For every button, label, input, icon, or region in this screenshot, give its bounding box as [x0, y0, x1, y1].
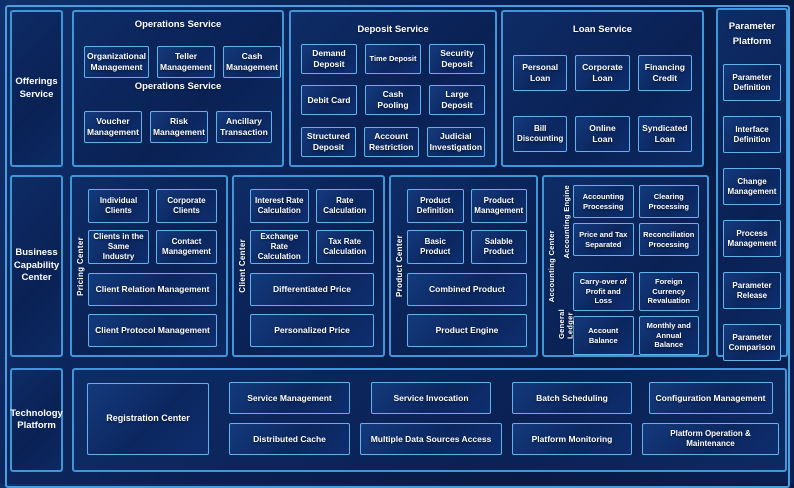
block-personalized-price: Personalized Price	[250, 314, 374, 347]
block-multiple-data-sources-access: Multiple Data Sources Access	[360, 423, 502, 455]
panel-client-center: Client Center Interest Rate Calculation …	[232, 175, 385, 357]
sidebar-technology-platform: Technology Platform	[10, 368, 63, 472]
panel-deposit-service: Deposit Service Demand Deposit Time Depo…	[289, 10, 497, 167]
block-financing-credit: Financing Credit	[637, 55, 692, 91]
panel-product-center: Product Center Product Definition Produc…	[389, 175, 538, 357]
block-structured-deposit: Structured Deposit	[301, 127, 356, 157]
panel-pricing-center: Pricing Center Individual Clients Corpor…	[70, 175, 228, 357]
block-differentiated-price: Differentiated Price	[250, 273, 374, 306]
block-account-balance: Account Balance	[573, 316, 634, 355]
block-configuration-management: Configuration Management	[648, 382, 773, 414]
client-center-vertical-label: Client Center	[237, 239, 247, 293]
block-security-deposit: Security Deposit	[429, 44, 485, 74]
block-bill-discounting: Bill Discounting	[513, 116, 568, 152]
panel-accounting-center: Accounting Center Accounting Engine Acco…	[542, 175, 709, 357]
block-syndicated-loan: Syndicated Loan	[637, 116, 692, 152]
panel-parameter-platform: Parameter Platform Parameter Definition …	[716, 8, 788, 362]
pricing-center-vertical-label: Pricing Center	[75, 236, 85, 296]
panel-operations-service: Operations Service Organizational Manage…	[72, 10, 284, 167]
block-rate-calculation: Rate Calculation	[315, 189, 374, 223]
block-judicial-investigation: Judicial Investigation	[426, 127, 486, 157]
block-demand-deposit: Demand Deposit	[301, 44, 357, 74]
block-carry-over-profit-loss: Carry-over of Profit and Loss	[573, 272, 634, 311]
block-foreign-currency-revaluation: Foreign Currency Revaluation	[638, 272, 699, 311]
block-account-restriction: Account Restriction	[363, 127, 419, 157]
block-corporate-clients: Corporate Clients	[156, 189, 217, 223]
block-risk-management: Risk Management	[149, 111, 208, 143]
block-registration-center: Registration Center	[87, 382, 209, 455]
block-cash-management: Cash Management	[223, 46, 281, 78]
block-ancillary-transaction: Ancillary Transaction	[215, 111, 272, 143]
block-platform-operation-maintenance: Platform Operation & Maintenance	[642, 423, 779, 455]
block-interface-definition: Interface Definition	[723, 116, 781, 154]
block-clients-same-industry: Clients in the Same Industry	[88, 230, 149, 264]
product-center-vertical-label: Product Center	[394, 235, 404, 297]
block-parameter-comparison: Parameter Comparison	[723, 324, 781, 362]
block-interest-rate-calculation: Interest Rate Calculation	[250, 189, 309, 223]
block-service-management: Service Management	[229, 382, 350, 414]
block-tax-rate-calculation: Tax Rate Calculation	[315, 230, 374, 264]
sidebar-offerings-service: Offerings Service	[10, 10, 63, 167]
sidebar-business-capability-center: Business Capability Center	[10, 175, 63, 357]
loan-service-title: Loan Service	[572, 24, 633, 35]
block-individual-clients: Individual Clients	[88, 189, 149, 223]
panel-loan-service: Loan Service Personal Loan Corporate Loa…	[501, 10, 704, 167]
accounting-center-vertical-label: Accounting Center	[547, 229, 556, 303]
block-personal-loan: Personal Loan	[513, 55, 568, 91]
block-large-deposit: Large Deposit	[429, 85, 485, 115]
parameter-platform-title: Parameter Platform	[728, 21, 776, 48]
block-basic-product: Basic Product	[407, 230, 464, 264]
block-product-management: Product Management	[470, 189, 527, 223]
block-organizational-management: Organizational Management	[84, 46, 150, 78]
block-contact-management: Contact Management	[156, 230, 217, 264]
block-process-management: Process Management	[723, 220, 781, 258]
block-client-relation-management: Client Relation Management	[88, 273, 217, 306]
deposit-service-title: Deposit Service	[357, 24, 429, 35]
block-parameter-release: Parameter Release	[723, 272, 781, 310]
block-client-protocol-management: Client Protocol Management	[88, 314, 217, 347]
block-accounting-processing: Accounting Processing	[573, 185, 634, 218]
block-change-management: Change Management	[723, 168, 781, 206]
block-combined-product: Combined Product	[407, 273, 527, 306]
block-time-deposit: Time Deposit	[365, 44, 421, 74]
block-monthly-annual-balance: Monthly and Annual Balance	[638, 316, 699, 355]
block-online-loan: Online Loan	[575, 116, 630, 152]
block-distributed-cache: Distributed Cache	[229, 423, 350, 455]
block-product-engine: Product Engine	[407, 314, 527, 347]
block-debit-card: Debit Card	[301, 85, 357, 115]
block-platform-monitoring: Platform Monitoring	[512, 423, 632, 455]
block-reconciliation-processing: Reconciliation Processing	[638, 223, 699, 256]
accounting-engine-vertical-label: Accounting Engine	[561, 185, 571, 259]
block-cash-pooling: Cash Pooling	[365, 85, 421, 115]
general-ledger-vertical-label: General Ledger	[556, 308, 574, 339]
block-parameter-definition: Parameter Definition	[723, 64, 781, 102]
block-voucher-management: Voucher Management	[84, 111, 142, 143]
block-salable-product: Salable Product	[470, 230, 527, 264]
block-product-definition: Product Definition	[407, 189, 464, 223]
panel-technology-platform: Registration Center Service Management S…	[72, 368, 787, 472]
block-exchange-rate-calculation: Exchange Rate Calculation	[250, 230, 309, 264]
block-teller-management: Teller Management	[157, 46, 215, 78]
operations-service-title: Operations Service	[134, 19, 222, 30]
block-batch-scheduling: Batch Scheduling	[512, 382, 632, 414]
block-service-invocation: Service Invocation	[371, 382, 491, 414]
block-clearing-processing: Clearing Processing	[638, 185, 699, 218]
block-price-tax-separated: Price and Tax Separated	[573, 223, 634, 256]
operations-service-subtitle: Operations Service	[134, 81, 222, 92]
block-corporate-loan: Corporate Loan	[575, 55, 630, 91]
